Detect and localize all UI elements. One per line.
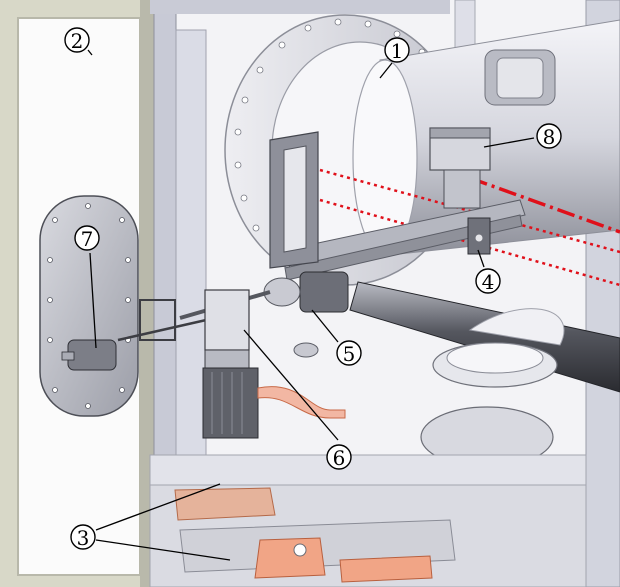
leader-6 <box>243 329 339 441</box>
translation-rail-lower <box>284 214 523 281</box>
tray-fixture <box>293 543 307 557</box>
leader-7 <box>89 252 97 349</box>
manipulator-linkage <box>139 299 176 341</box>
callout-1: 1 <box>384 37 410 63</box>
flange-mount-window <box>283 145 307 253</box>
callout-label-5: 5 <box>343 342 356 366</box>
heat-sink-block <box>202 367 259 439</box>
feedthrough-pin <box>61 351 75 361</box>
copper-ribbon <box>257 386 346 419</box>
door-hinge-strip <box>140 0 154 587</box>
callout-label-6: 6 <box>333 446 346 470</box>
cold-plate-upper-3 <box>174 487 276 521</box>
detector-stem <box>443 169 481 209</box>
callout-label-4: 4 <box>482 270 495 294</box>
port-flange-inner <box>496 57 544 99</box>
callout-7: 7 <box>74 225 100 251</box>
callout-label-2: 2 <box>71 29 84 53</box>
leader-1 <box>379 62 393 79</box>
laser-beam-axis <box>469 176 620 234</box>
leader-4 <box>477 249 485 268</box>
callout-6: 6 <box>326 444 352 470</box>
feedthrough-connector <box>67 339 117 371</box>
bottom-port-tube <box>468 308 565 346</box>
viewport-plate-bolts <box>47 203 131 409</box>
sample-holder-5 <box>299 271 349 313</box>
copper-pad-b <box>339 555 433 583</box>
callout-label-8: 8 <box>543 125 556 149</box>
leader-3a <box>95 483 221 531</box>
callout-2: 2 <box>64 27 90 53</box>
callout-5: 5 <box>336 340 362 366</box>
callout-8: 8 <box>536 123 562 149</box>
frame-top-rail <box>150 0 450 14</box>
leader-8 <box>483 137 535 148</box>
leader-5 <box>311 309 339 343</box>
callout-label-1: 1 <box>391 39 404 63</box>
detector-head-top <box>429 127 491 139</box>
stage-base <box>204 349 250 369</box>
leader-2 <box>87 49 93 56</box>
callout-3: 3 <box>70 524 96 550</box>
bottom-port-bore <box>446 342 544 374</box>
heat-sink-fins <box>211 372 243 434</box>
bottom-frame-beam <box>149 454 587 486</box>
manipulator-arm <box>117 316 216 342</box>
callout-4: 4 <box>475 268 501 294</box>
copper-pad-a <box>254 537 326 579</box>
stage-block-6 <box>204 289 250 351</box>
small-cylinder <box>293 342 319 358</box>
leader-3b <box>95 539 231 561</box>
callout-label-7: 7 <box>81 227 94 251</box>
callout-label-3: 3 <box>77 526 90 550</box>
carriage-screw <box>475 234 483 242</box>
